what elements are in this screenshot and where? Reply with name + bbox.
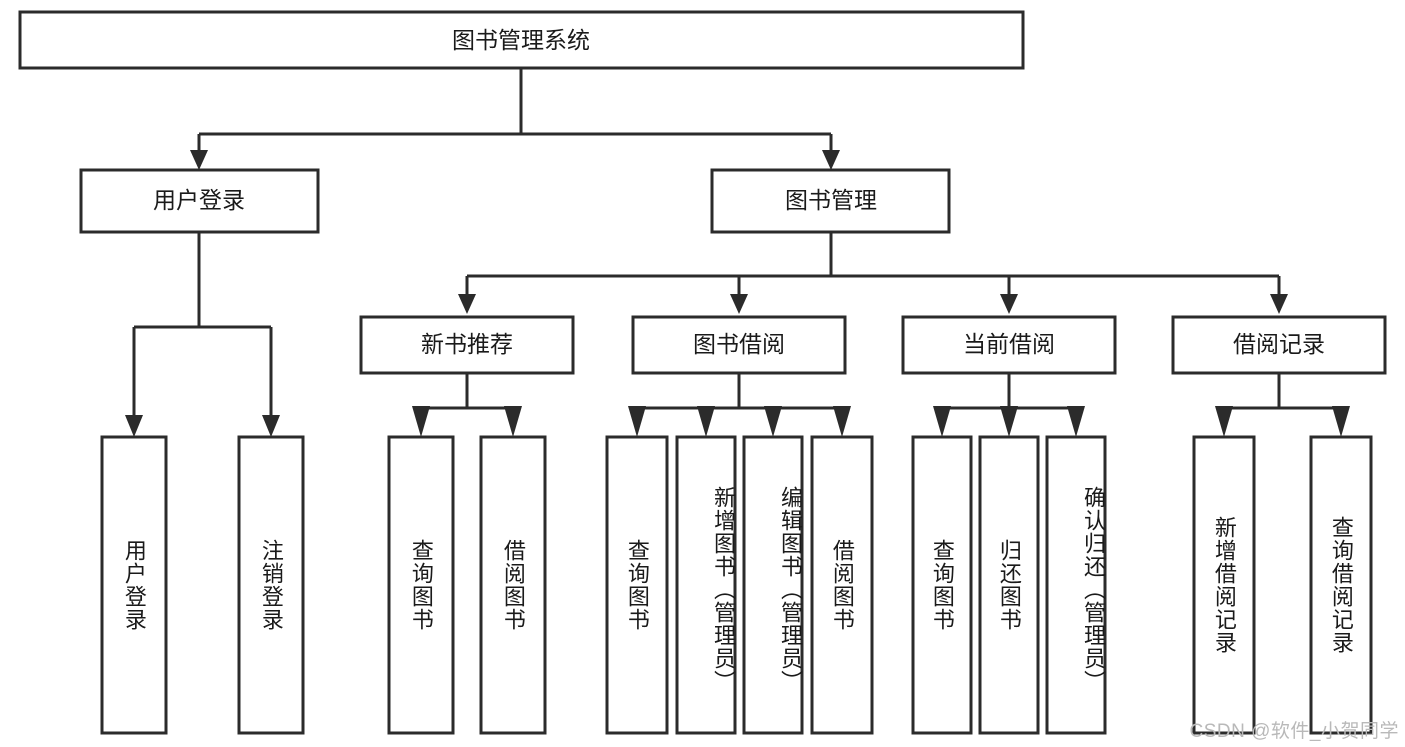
arrow-down-icon [822, 150, 840, 170]
node-user-login-label: 用户登录 [153, 187, 245, 213]
node-leaf-logout-login[interactable] [237, 435, 305, 735]
node-borrow-record[interactable] [1171, 315, 1387, 375]
node-leaf-query-book-3[interactable] [911, 435, 973, 735]
arrow-down-icon [1000, 294, 1018, 314]
arrow-down-icon [458, 294, 476, 314]
arrow-down-icon [833, 406, 851, 437]
arrow-down-icon [412, 406, 430, 437]
node-leaf-add-borrow-record[interactable] [1192, 435, 1256, 735]
arrow-down-icon [1067, 406, 1085, 437]
arrow-down-icon [764, 406, 782, 437]
arrow-down-icon [262, 415, 280, 437]
node-root-label: 图书管理系统 [452, 27, 590, 53]
arrowhead-layer [125, 150, 1350, 437]
arrow-down-icon [1215, 406, 1233, 437]
node-leaf-confirm-return-admin[interactable] [1045, 435, 1107, 735]
node-new-book-recommend-label: 新书推荐 [421, 331, 513, 357]
arrow-down-icon [730, 294, 748, 314]
node-layer: 图书管理系统 用户登录 图书管理 新书推荐 图书借阅 当前借阅 借阅记录 [18, 10, 1387, 735]
csdn-watermark: CSDN @软件_小贺同学 [1189, 721, 1399, 742]
node-book-manage-label: 图书管理 [785, 187, 877, 213]
node-borrow-record-label: 借阅记录 [1233, 331, 1325, 357]
node-leaf-borrow-book-1[interactable] [479, 435, 547, 735]
node-book-borrow-label: 图书借阅 [693, 331, 785, 357]
node-current-borrow-label: 当前借阅 [963, 331, 1055, 357]
arrow-down-icon [628, 406, 646, 437]
node-leaf-return-book[interactable] [978, 435, 1040, 735]
node-user-login[interactable] [79, 168, 320, 234]
arrow-down-icon [1270, 294, 1288, 314]
arrow-down-icon [190, 150, 208, 170]
node-leaf-user-login[interactable] [100, 435, 168, 735]
node-leaf-edit-book-admin[interactable] [742, 435, 804, 735]
arrow-down-icon [504, 406, 522, 437]
node-book-manage[interactable] [710, 168, 951, 234]
node-leaf-query-book-1[interactable] [387, 435, 455, 735]
arrow-down-icon [933, 406, 951, 437]
node-current-borrow[interactable] [901, 315, 1117, 375]
node-new-book-recommend[interactable] [359, 315, 575, 375]
node-leaf-add-book-admin[interactable] [675, 435, 737, 735]
arrow-down-icon [1332, 406, 1350, 437]
node-leaf-query-book-2[interactable] [605, 435, 669, 735]
arrow-down-icon [125, 415, 143, 437]
arrow-down-icon [1000, 406, 1018, 437]
arrow-down-icon [697, 406, 715, 437]
node-leaf-borrow-book-2[interactable] [810, 435, 874, 735]
node-book-borrow[interactable] [631, 315, 847, 375]
node-leaf-query-borrow-record[interactable] [1309, 435, 1373, 735]
node-root[interactable] [18, 10, 1025, 70]
